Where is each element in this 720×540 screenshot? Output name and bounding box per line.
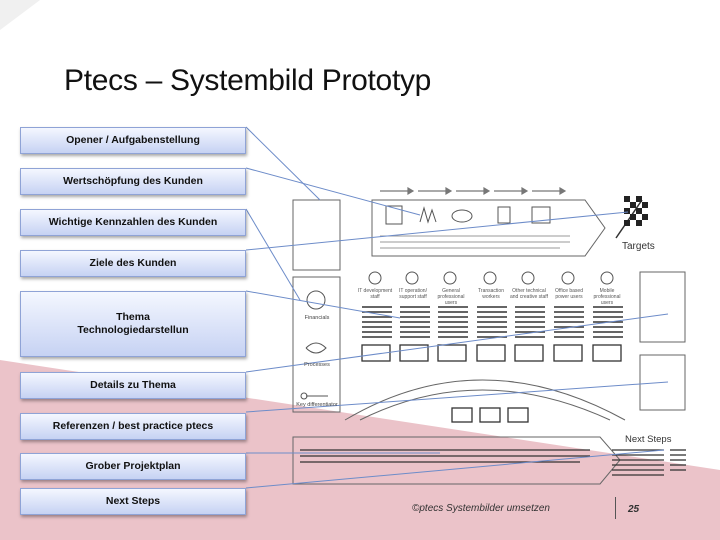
details-thema-button[interactable]: Details zu Thema xyxy=(20,372,246,399)
ziele-button[interactable]: Ziele des Kunden xyxy=(20,250,246,277)
role-label: Other technical and creative staff xyxy=(510,288,548,300)
footer-divider xyxy=(615,497,616,519)
projektplan-button[interactable]: Grober Projektplan xyxy=(20,453,246,480)
role-label: IT development staff xyxy=(357,288,393,300)
targets-label: Targets xyxy=(622,241,655,252)
thema-button[interactable]: Thema Technologiedarstellun xyxy=(20,291,246,357)
financials-label: Financials xyxy=(304,315,330,321)
key-differentiator-label: Key differentiator xyxy=(296,402,338,408)
wertschoepfung-button[interactable]: Wertschöpfung des Kunden xyxy=(20,168,246,195)
opener-button[interactable]: Opener / Aufgabenstellung xyxy=(20,127,246,154)
role-label: Office based power users xyxy=(555,288,583,300)
role-label: IT operation/ support staff xyxy=(399,288,427,300)
role-label: Transaction workers xyxy=(478,288,504,300)
role-label: Mobile professional users xyxy=(593,288,621,306)
role-label: General professional users xyxy=(437,288,465,306)
referenzen-button[interactable]: Referenzen / best practice ptecs xyxy=(20,413,246,440)
next-steps-button[interactable]: Next Steps xyxy=(20,488,246,515)
page-number: 25 xyxy=(628,504,640,515)
processes-label: Processes xyxy=(304,362,330,368)
next-steps-sketch-label: Next Steps xyxy=(625,434,672,445)
footer-text: ©ptecs Systembilder umsetzen xyxy=(412,503,550,514)
page-title: Ptecs – Systembild Prototyp xyxy=(64,64,432,97)
kennzahlen-button[interactable]: Wichtige Kennzahlen des Kunden xyxy=(20,209,246,236)
